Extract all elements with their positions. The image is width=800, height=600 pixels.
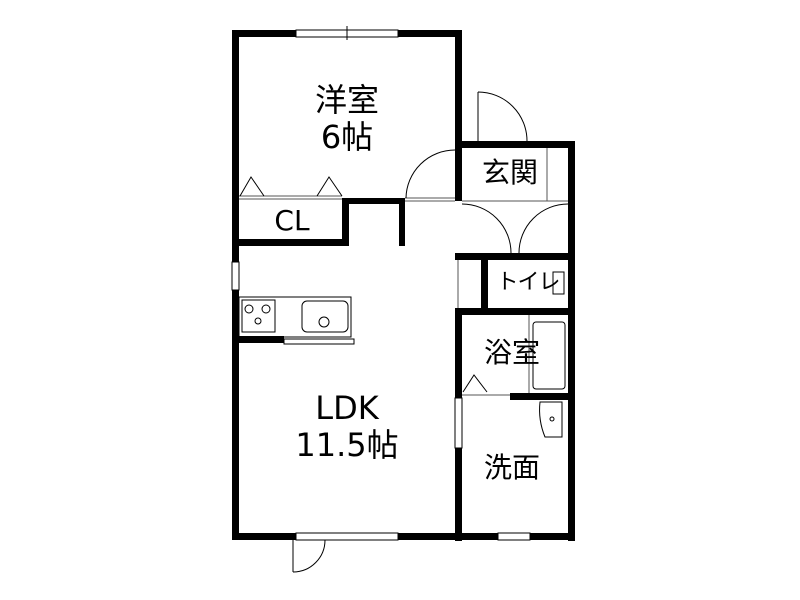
door-swings: [292, 91, 569, 573]
room-size: 6帖: [320, 117, 374, 156]
room-label-washroom: 洗面: [483, 451, 540, 484]
room-label-closet: CL: [274, 204, 310, 237]
room-name: LDK: [315, 389, 379, 427]
room-label-western-room: 洋室 6帖: [282, 82, 412, 156]
thin-lines: [239, 148, 568, 396]
room-name: 洋室: [314, 81, 379, 119]
room-label-toilet: トイレ: [496, 270, 560, 295]
fixtures: [532, 271, 566, 438]
room-size: 11.5帖: [295, 425, 399, 464]
room-label-bathroom: 浴室: [483, 336, 540, 369]
room-label-ldk: LDK 11.5帖: [272, 390, 422, 464]
closet-triangles: [239, 176, 488, 393]
kitchen-counter: [238, 296, 355, 345]
windows: [231, 26, 531, 541]
walls: [232, 30, 575, 541]
room-label-entrance: 玄関: [481, 156, 538, 189]
